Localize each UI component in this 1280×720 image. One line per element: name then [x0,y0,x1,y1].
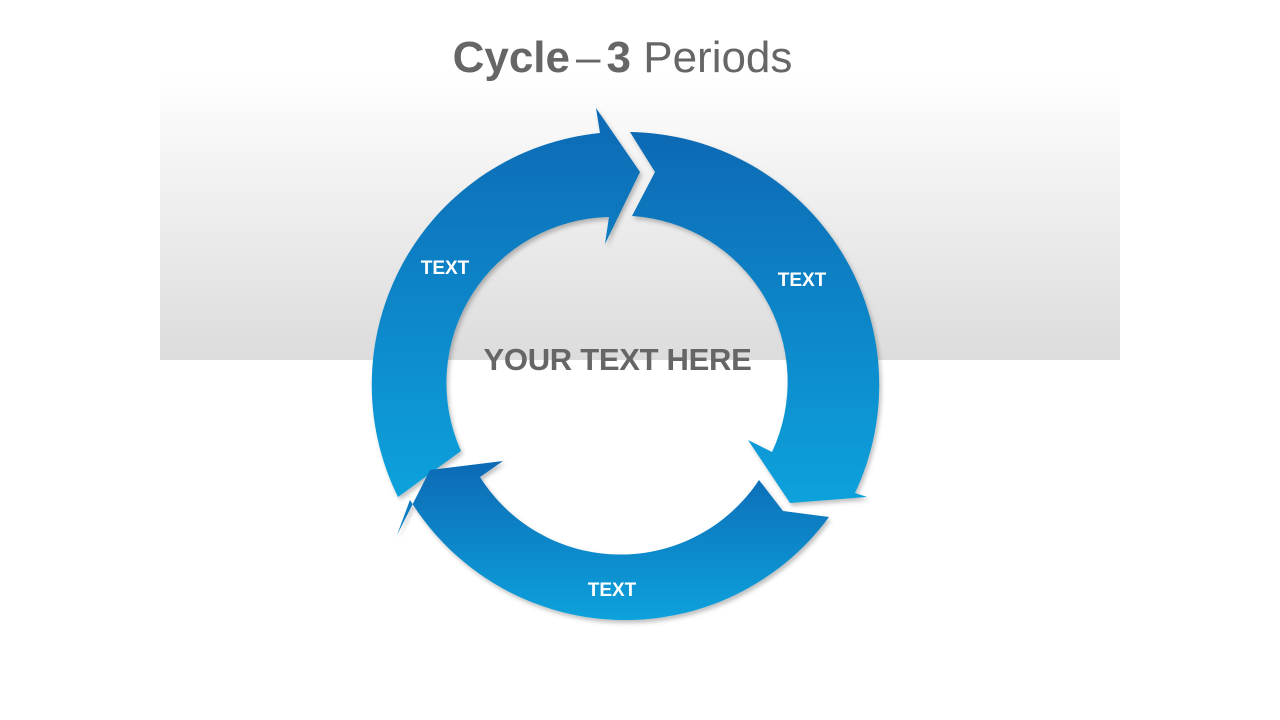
title-dash: – [576,33,601,82]
arrow-segment-right [630,132,880,503]
segment-label-right: TEXT [778,270,827,291]
title-number: 3 [606,33,631,82]
center-text: YOUR TEXT HERE [483,342,752,377]
slide-title: Cycle–3 Periods [0,30,1245,86]
arrow-segment-bottom [397,461,829,621]
gray-background-band [160,75,1120,360]
segment-label-top: TEXT [421,258,470,279]
arrow-segment-top [371,108,640,497]
title-word-cycle: Cycle [452,33,571,82]
title-word-periods: Periods [643,33,793,82]
segment-label-bottom: TEXT [588,580,637,601]
